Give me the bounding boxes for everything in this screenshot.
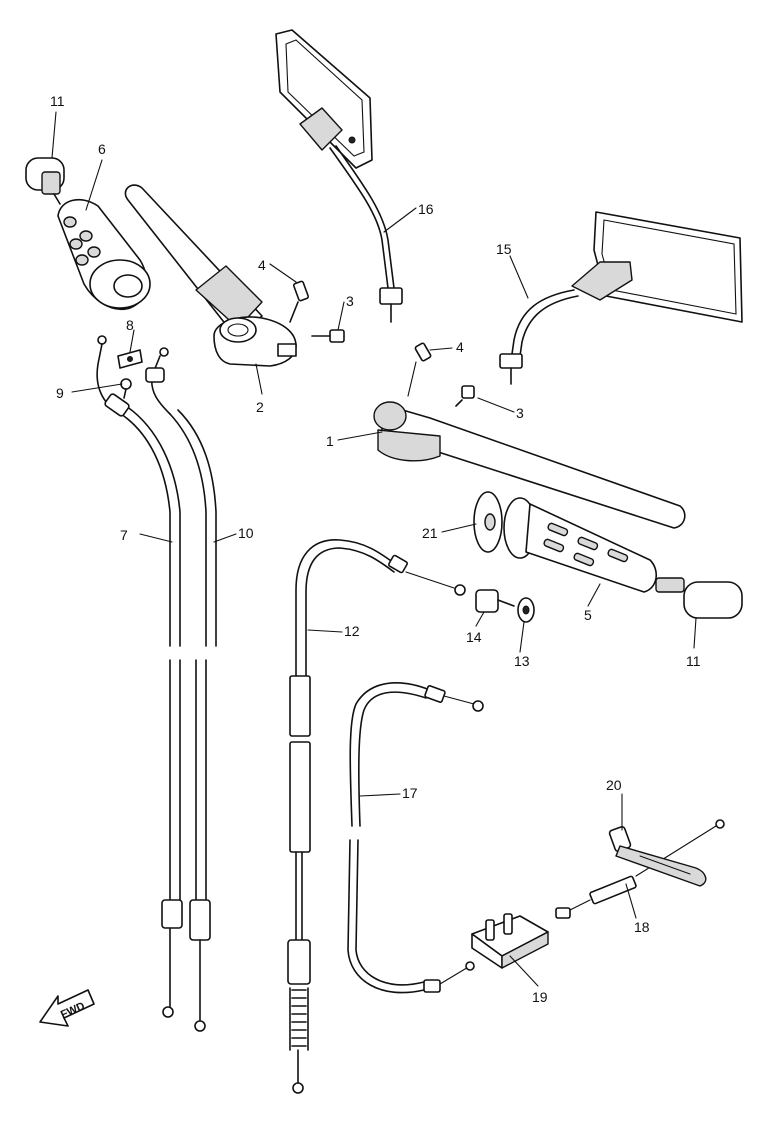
part-3-bolt-upper xyxy=(311,329,345,343)
part-12-clutch-cable xyxy=(287,539,466,1094)
part-2-throttle-housing xyxy=(124,184,297,367)
label-part-5: 5 xyxy=(584,607,592,623)
label-part-1: 1 xyxy=(326,433,334,449)
part-9-screw xyxy=(120,378,132,399)
part-6-throttle-grip xyxy=(57,198,151,311)
label-part-18: 18 xyxy=(634,919,650,935)
label-part-11-left: 11 xyxy=(50,93,65,109)
fwd-direction-arrow: FWD xyxy=(39,989,95,1027)
part-4-screw-lower xyxy=(407,342,432,397)
part-11-bar-end-left xyxy=(25,157,65,205)
label-part-14: 14 xyxy=(466,629,482,645)
leader-lines xyxy=(51,111,697,987)
label-part-17: 17 xyxy=(402,785,418,801)
part-21-grip-washer xyxy=(473,491,503,553)
part-8-cable-guide xyxy=(117,349,143,369)
label-part-4-lower: 4 xyxy=(456,339,464,355)
label-part-20: 20 xyxy=(606,777,622,793)
part-14-adjuster xyxy=(475,589,515,613)
label-part-9: 9 xyxy=(56,385,64,401)
part-16-left-mirror xyxy=(275,29,403,323)
label-part-8: 8 xyxy=(126,317,134,333)
label-part-15: 15 xyxy=(496,241,512,257)
label-part-4-upper: 4 xyxy=(258,257,266,273)
label-part-12: 12 xyxy=(344,623,360,639)
label-part-2: 2 xyxy=(256,399,264,415)
label-part-10: 10 xyxy=(238,525,254,541)
part-15-right-mirror xyxy=(499,211,743,385)
label-part-16: 16 xyxy=(418,201,434,217)
part-3-bolt-lower xyxy=(455,385,475,407)
label-part-3-upper: 3 xyxy=(346,293,354,309)
part-13-nut xyxy=(517,597,535,623)
label-part-11-right: 11 xyxy=(686,653,701,669)
label-part-21: 21 xyxy=(422,525,438,541)
label-part-19: 19 xyxy=(532,989,548,1005)
part-19-choke-lever xyxy=(439,913,549,985)
part-20-cable-clamp xyxy=(608,825,707,887)
part-number-labels: 11 6 4 3 8 9 2 16 15 4 3 1 7 10 21 5 14 … xyxy=(50,93,701,1005)
label-part-7: 7 xyxy=(120,527,128,543)
part-4-screw-upper xyxy=(289,280,310,323)
part-11-bar-end-right xyxy=(655,577,743,619)
part-5-left-grip xyxy=(503,497,657,593)
part-7-throttle-cable xyxy=(96,335,183,1018)
label-part-13: 13 xyxy=(514,653,530,669)
label-part-3-lower: 3 xyxy=(516,405,524,421)
part-17-choke-cable xyxy=(347,682,484,994)
part-1-handlebar xyxy=(373,401,686,529)
part-10-throttle-cable xyxy=(145,347,217,1032)
label-part-6: 6 xyxy=(98,141,106,157)
